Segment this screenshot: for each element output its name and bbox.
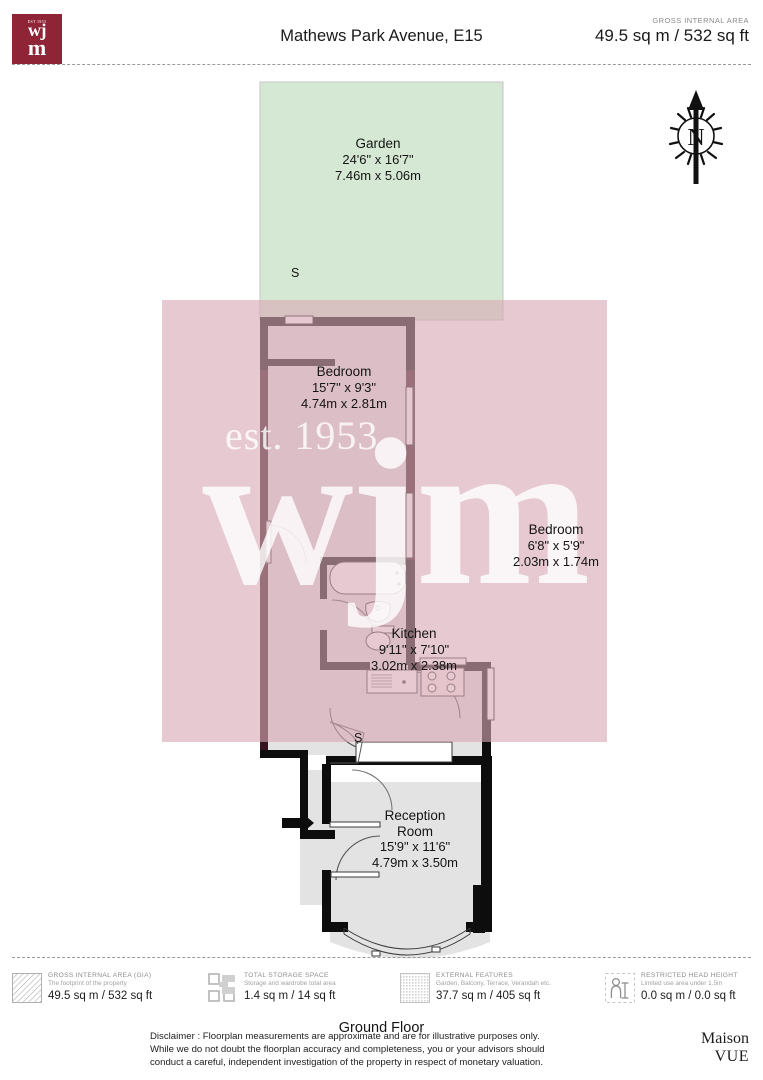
legend-title: GROSS INTERNAL AREA (GIA) — [48, 972, 152, 979]
page-title: Mathews Park Avenue, E15 — [280, 27, 483, 45]
room-label-garden: Garden 24'6" x 16'7" 7.46m x 5.06m — [293, 136, 463, 184]
maison-vue-line-2: VUE — [714, 1047, 749, 1065]
legend-title: RESTRICTED HEAD HEIGHT — [641, 972, 738, 979]
restricted-overlay-left — [162, 300, 347, 742]
logo-est-text: EST 1953 — [27, 19, 47, 25]
legend-value: 37.7 sq m / 405 sq ft — [436, 990, 541, 1002]
legend-item-storage: TOTAL STORAGE SPACE Storage and wardrobe… — [208, 972, 400, 1014]
disclaimer-text: Disclaimer : Floorplan measurements are … — [150, 1030, 670, 1070]
logo-wj-text: wj — [28, 19, 47, 40]
room-label-kitchen: Kitchen 9'11" x 7'10" 3.02m x 2.38m — [329, 626, 499, 674]
maison-vue-logo: Maison VUE — [701, 1030, 749, 1065]
footer: Disclaimer : Floorplan measurements are … — [0, 1024, 763, 1080]
person-height-icon — [605, 973, 635, 1003]
storage-mark-front: S — [354, 731, 363, 745]
disclaimer-line-1: Disclaimer : Floorplan measurements are … — [150, 1031, 540, 1042]
room-imperial: 24'6" x 16'7" — [342, 152, 414, 168]
room-imperial: 6'8" x 5'9" — [527, 538, 585, 554]
compass-letter: N — [687, 125, 704, 151]
disclaimer-line-2: While we do not doubt the floorplan accu… — [150, 1044, 545, 1056]
storage-boxes-icon — [208, 973, 238, 1003]
room-name: Bedroom — [316, 364, 372, 379]
legend-subtitle: Garden, Balcony, Terrace, Verandah etc. — [436, 980, 551, 987]
legend-subtitle: Limited use area under 1.5m — [641, 980, 723, 987]
room-label-bedroom-2: Bedroom 6'8" x 5'9" 2.03m x 1.74m — [471, 522, 641, 570]
room-name: Bedroom — [528, 522, 584, 537]
floorplan-drawing: est. 1953 wjm Garden 24'6" x 16'7" 7.46m… — [0, 70, 763, 1036]
legend-text: TOTAL STORAGE SPACE Storage and wardrobe… — [244, 972, 336, 1002]
storage-mark-rear: S — [291, 266, 300, 280]
legend-value: 0.0 sq m / 0.0 sq ft — [641, 990, 736, 1002]
room-metric: 7.46m x 5.06m — [335, 168, 421, 184]
room-name: Garden — [355, 136, 401, 151]
legend-text: GROSS INTERNAL AREA (GIA) The footprint … — [48, 972, 152, 1002]
gross-internal-area-block: GROSS INTERNAL AREA 49.5 sq m / 532 sq f… — [595, 16, 749, 46]
floorplan-svg — [162, 81, 607, 959]
legend-value: 1.4 sq m / 14 sq ft — [244, 990, 336, 1002]
grid-square-icon — [400, 973, 430, 1003]
room-imperial: 15'9" x 11'6" — [379, 839, 451, 855]
entrance-arrow-icon — [282, 811, 314, 835]
legend-value: 49.5 sq m / 532 sq ft — [48, 990, 153, 1002]
logo-m-text: m — [27, 35, 47, 61]
gross-internal-area-value: 49.5 sq m / 532 sq ft — [594, 26, 749, 45]
legend-text: EXTERNAL FEATURES Garden, Balcony, Terra… — [436, 972, 551, 1002]
restricted-overlay-right — [347, 300, 607, 742]
room-imperial: 15'7" x 9'3" — [311, 380, 377, 396]
room-metric: 2.03m x 1.74m — [513, 554, 599, 570]
room-metric: 3.02m x 2.38m — [371, 658, 457, 674]
agency-logo: EST 1953 wj m — [12, 14, 62, 64]
legend-item-gia: GROSS INTERNAL AREA (GIA) The footprint … — [12, 972, 208, 1014]
header: EST 1953 wj m Mathews Park Avenue, E15 G… — [0, 0, 763, 70]
disclaimer-line-3: conduct a careful, independent investiga… — [150, 1057, 544, 1069]
legend-divider — [12, 957, 751, 958]
hatched-square-icon — [12, 973, 42, 1003]
legend: GROSS INTERNAL AREA (GIA) The footprint … — [12, 972, 751, 1014]
header-divider — [12, 64, 751, 65]
legend-title: EXTERNAL FEATURES — [436, 972, 514, 979]
legend-item-restricted-head-height: RESTRICTED HEAD HEIGHT Limited use area … — [605, 972, 751, 1014]
garden-area — [259, 81, 504, 321]
legend-title: TOTAL STORAGE SPACE — [244, 972, 329, 979]
legend-subtitle: The footprint of the property — [48, 980, 127, 987]
room-imperial: 9'11" x 7'10" — [378, 642, 450, 658]
legend-text: RESTRICTED HEAD HEIGHT Limited use area … — [641, 972, 738, 1002]
gross-internal-area-label: GROSS INTERNAL AREA — [652, 16, 749, 25]
floor-name-label: Ground Floor — [338, 1020, 425, 1036]
room-metric: 4.79m x 3.50m — [372, 854, 458, 870]
room-name: Kitchen — [391, 626, 437, 641]
room-metric: 4.74m x 2.81m — [301, 396, 387, 412]
maison-vue-line-1: Maison — [701, 1030, 749, 1047]
legend-subtitle: Storage and wardrobe total area — [244, 980, 336, 987]
room-label-bedroom-1: Bedroom 15'7" x 9'3" 4.74m x 2.81m — [259, 364, 429, 412]
north-arrow-icon: N — [657, 84, 735, 192]
legend-item-external-features: EXTERNAL FEATURES Garden, Balcony, Terra… — [400, 972, 605, 1014]
bay-window — [343, 927, 471, 957]
